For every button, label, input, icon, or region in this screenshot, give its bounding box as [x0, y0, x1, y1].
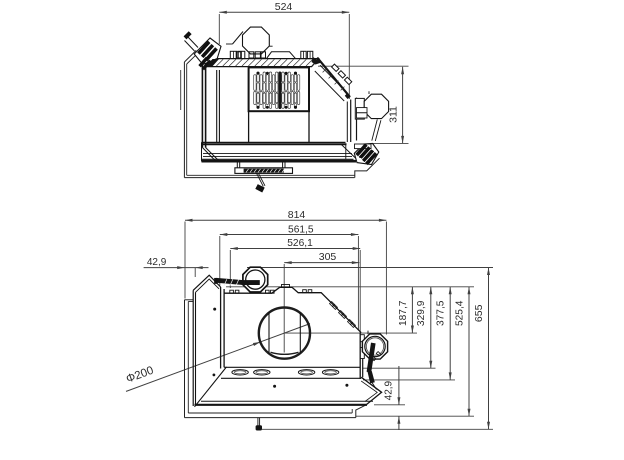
- svg-text:655: 655: [473, 304, 485, 322]
- svg-text:305: 305: [319, 251, 337, 263]
- svg-text:561,5: 561,5: [288, 224, 314, 235]
- svg-text:377,5: 377,5: [436, 300, 447, 326]
- svg-text:42,9: 42,9: [383, 380, 394, 400]
- svg-text:42,9: 42,9: [147, 257, 167, 268]
- svg-text:311: 311: [388, 106, 400, 123]
- svg-text:524: 524: [275, 1, 293, 13]
- svg-text:526,1: 526,1: [287, 238, 313, 249]
- svg-text:525,4: 525,4: [454, 300, 465, 326]
- svg-text:814: 814: [288, 209, 306, 221]
- svg-text:187,7: 187,7: [398, 300, 409, 326]
- svg-text:329,9: 329,9: [416, 300, 427, 326]
